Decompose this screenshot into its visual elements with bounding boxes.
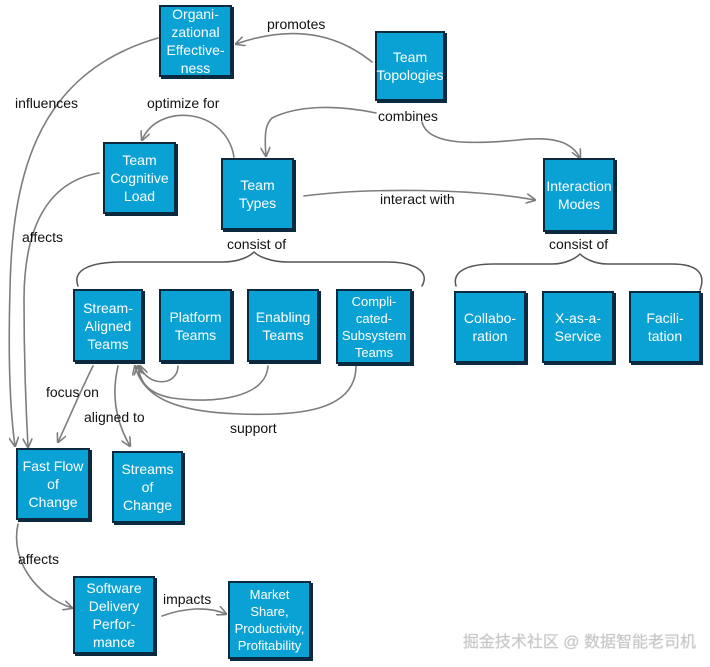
node-x-as-a-service: X-as-a- Service xyxy=(542,291,614,363)
node-complicated-subsystem-teams: Compli- cated- Subsystem Teams xyxy=(336,289,412,364)
label-influences: influences xyxy=(15,95,79,111)
label-promotes: promotes xyxy=(267,16,326,32)
label-aligned-to: aligned to xyxy=(84,409,145,425)
node-interaction-modes: Interaction Modes xyxy=(543,158,615,232)
label-affects-delivery: affects xyxy=(18,551,59,567)
edge-aligned-to xyxy=(114,365,130,446)
label-consist-of-interaction-modes: consist of xyxy=(549,236,609,252)
label-support: support xyxy=(230,420,277,436)
edge-support-complicated xyxy=(135,366,357,416)
node-enabling-teams: Enabling Teams xyxy=(247,289,319,362)
edge-affects-delivery xyxy=(15,523,72,608)
node-fast-flow-of-change: Fast Flow of Change xyxy=(16,448,90,520)
label-combines: combines xyxy=(378,108,438,124)
edge-focus-on xyxy=(58,365,94,442)
label-affects-cognitive-load: affects xyxy=(22,229,63,245)
edge-promotes xyxy=(236,32,373,63)
label-interact-with: interact with xyxy=(380,191,455,207)
node-software-delivery-performance: Software Delivery Perfor- mance xyxy=(73,576,155,654)
watermark-text: 掘金技术社区 @ 数据智能老司机 xyxy=(462,634,696,651)
label-impacts: impacts xyxy=(163,591,212,607)
node-platform-teams: Platform Teams xyxy=(159,289,232,362)
node-team-cognitive-load: Team Cognitive Load xyxy=(103,142,176,214)
node-market-share: Market Share, Productivity, Profitabilit… xyxy=(228,581,311,659)
node-collaboration: Collabo- ration xyxy=(454,291,526,363)
node-organizational-effectiveness: Organi- zational Effective- ness xyxy=(159,5,232,77)
edge-support-enabling xyxy=(138,366,269,401)
edge-interact-with xyxy=(303,189,535,200)
edge-combines-to-interaction-modes xyxy=(421,121,580,158)
edge-affects-cognitive-load xyxy=(24,172,100,447)
node-team-types: Team Types xyxy=(221,158,294,230)
label-optimize-for: optimize for xyxy=(147,95,220,111)
brace-interaction-modes xyxy=(454,253,703,291)
label-focus-on: focus on xyxy=(46,384,99,400)
brace-team-types xyxy=(76,251,425,287)
edge-impacts xyxy=(161,609,226,617)
edge-combines-to-team-types xyxy=(265,106,377,156)
node-facilitation: Facili- tation xyxy=(629,291,701,363)
edge-influences xyxy=(8,37,159,446)
node-stream-aligned-teams: Stream- Aligned Teams xyxy=(73,289,143,362)
edge-optimize-for xyxy=(142,114,235,158)
node-team-topologies: Team Topologies xyxy=(375,31,445,101)
edge-support-platform xyxy=(140,366,179,383)
label-consist-of-team-types: consist of xyxy=(227,236,287,252)
node-streams-of-change: Streams of Change xyxy=(112,451,183,523)
